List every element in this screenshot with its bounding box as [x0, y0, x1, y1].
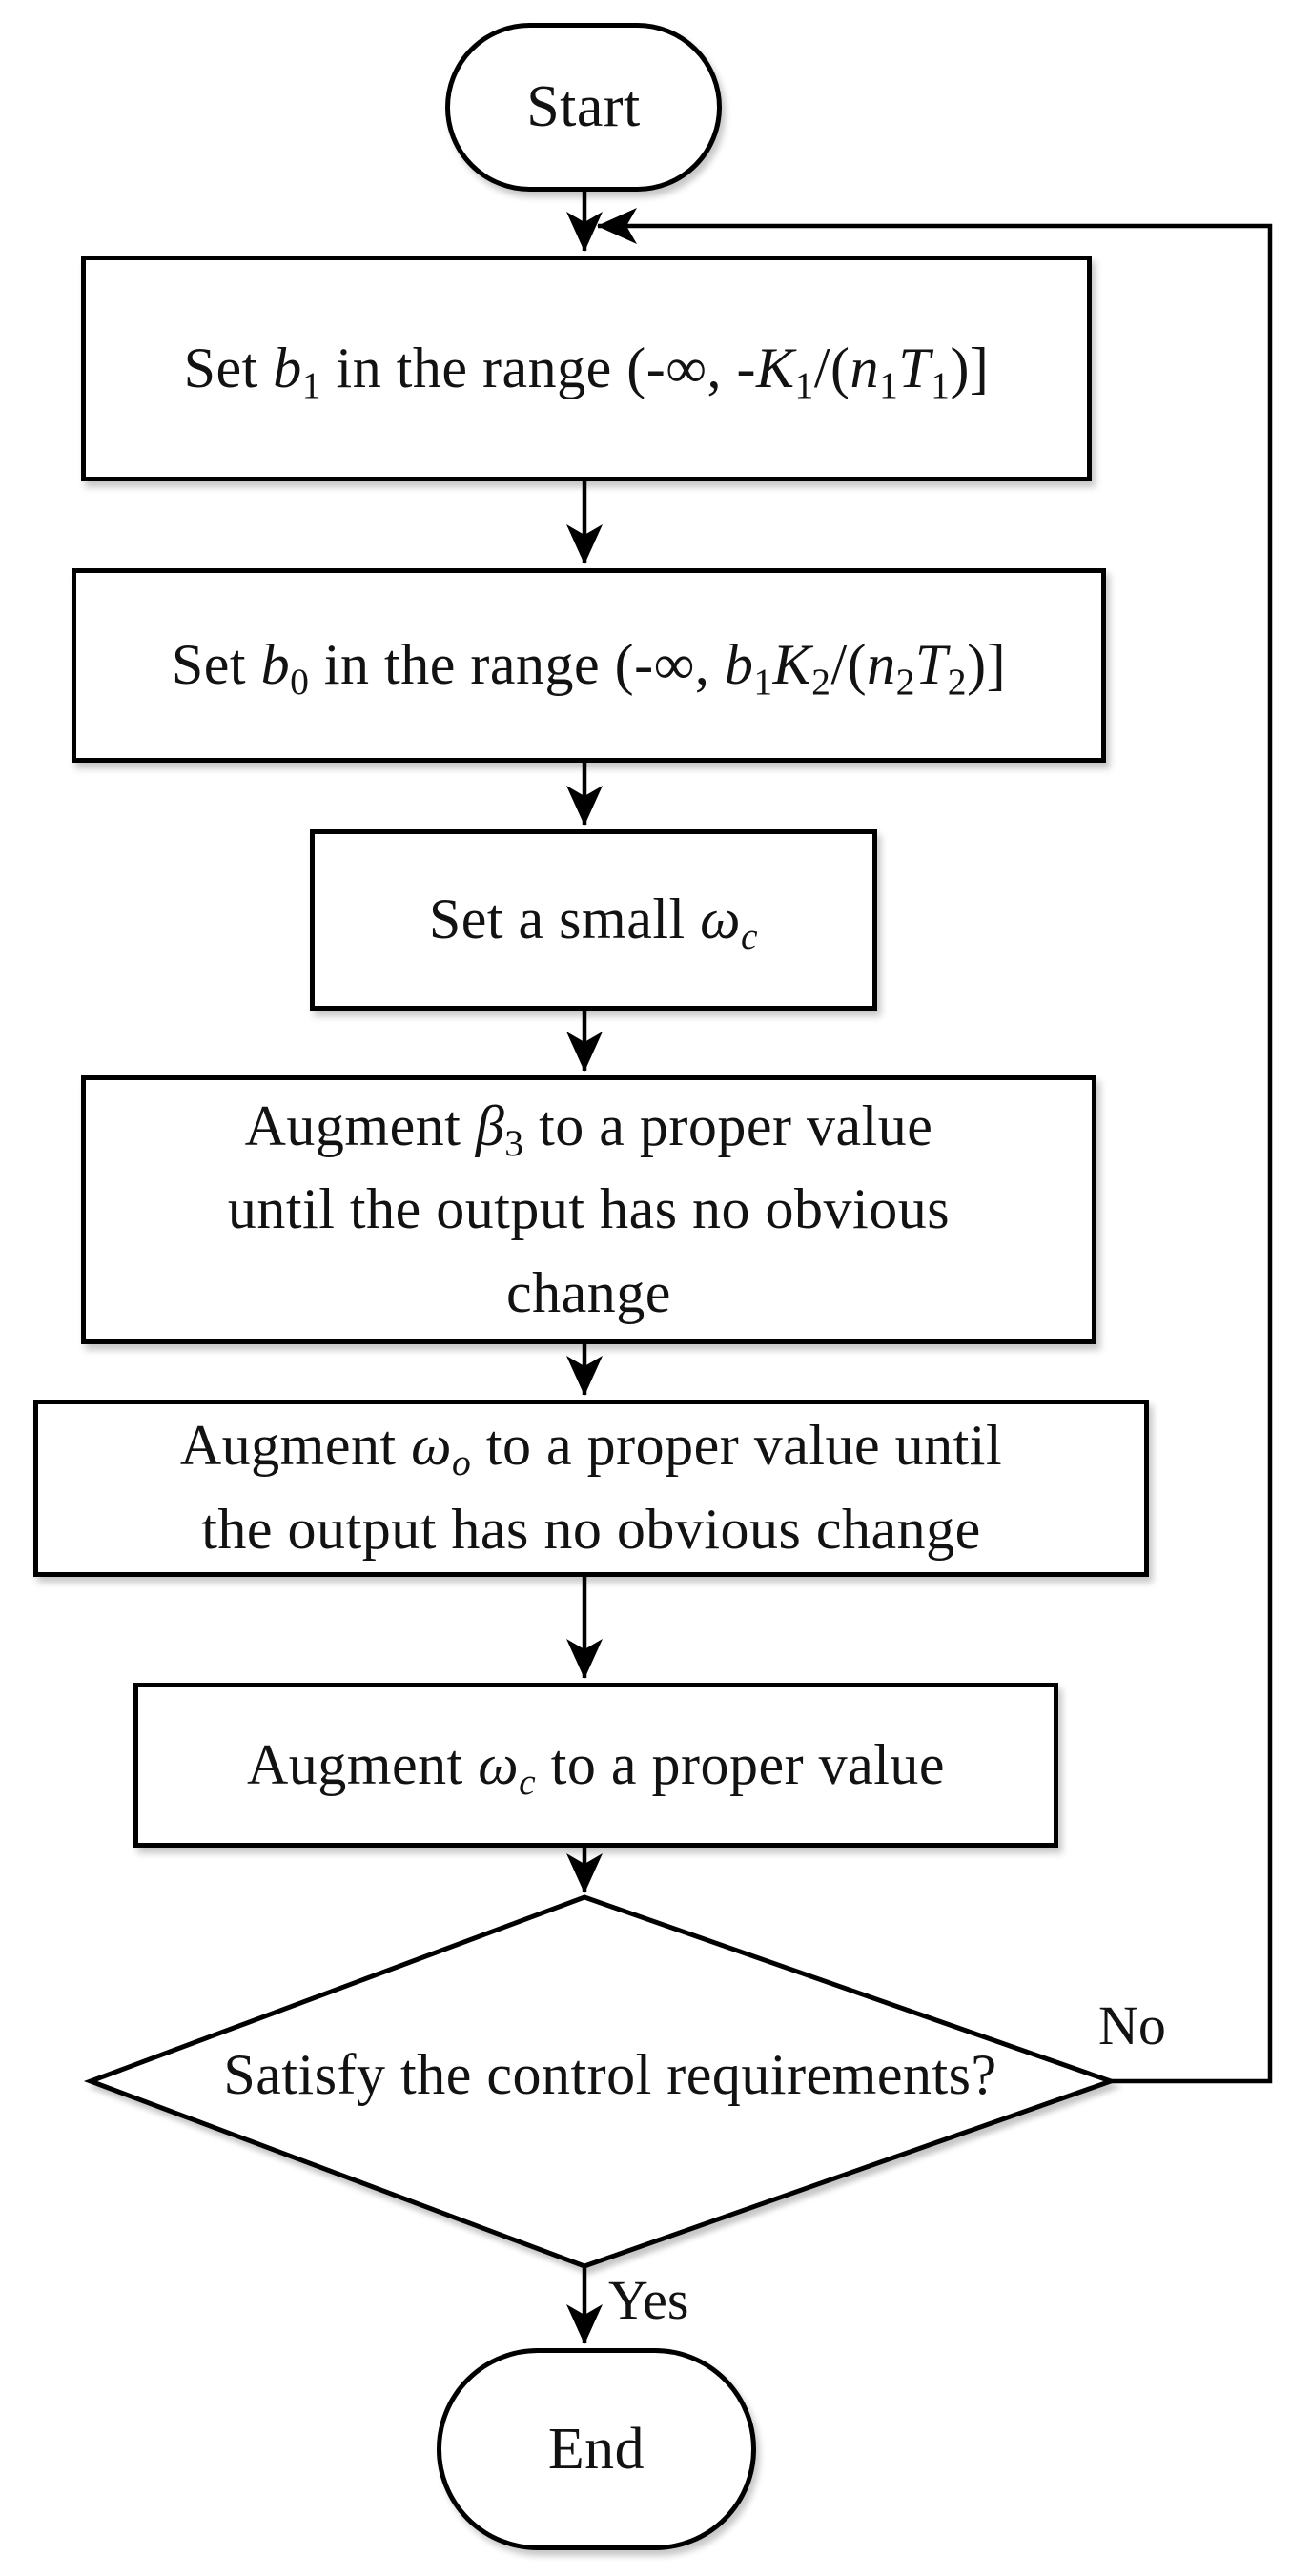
node-set-b1-label: Set b1 in the range (-∞, -K1/(n1T1)]: [183, 336, 990, 406]
edge-label-yes: Yes: [608, 2269, 689, 2331]
edge-label-no: No: [1098, 1994, 1166, 2056]
node-set-b1: Set b1 in the range (-∞, -K1/(n1T1)]: [81, 256, 1092, 481]
node-augment-wc-label: Augment ωc to a proper value: [246, 1732, 946, 1803]
node-set-small-wc-label: Set a small ωc: [428, 888, 759, 958]
connector-no-loop: [597, 208, 1273, 2084]
node-augment-wc: Augment ωc to a proper value: [133, 1683, 1058, 1848]
node-decision-label: Satisfy the control requirements?: [223, 2043, 997, 2106]
node-set-b0-label: Set b0 in the range (-∞, b1K2/(n2T2)]: [171, 633, 1007, 704]
node-start-label: Start: [526, 74, 641, 140]
node-end-label: End: [547, 2416, 645, 2482]
node-set-b0: Set b0 in the range (-∞, b1K2/(n2T2)]: [72, 568, 1106, 763]
decision-shape: [83, 1894, 1118, 2269]
node-end: End: [437, 2348, 756, 2550]
node-set-small-wc: Set a small ωc: [310, 829, 877, 1011]
node-start: Start: [445, 23, 722, 192]
